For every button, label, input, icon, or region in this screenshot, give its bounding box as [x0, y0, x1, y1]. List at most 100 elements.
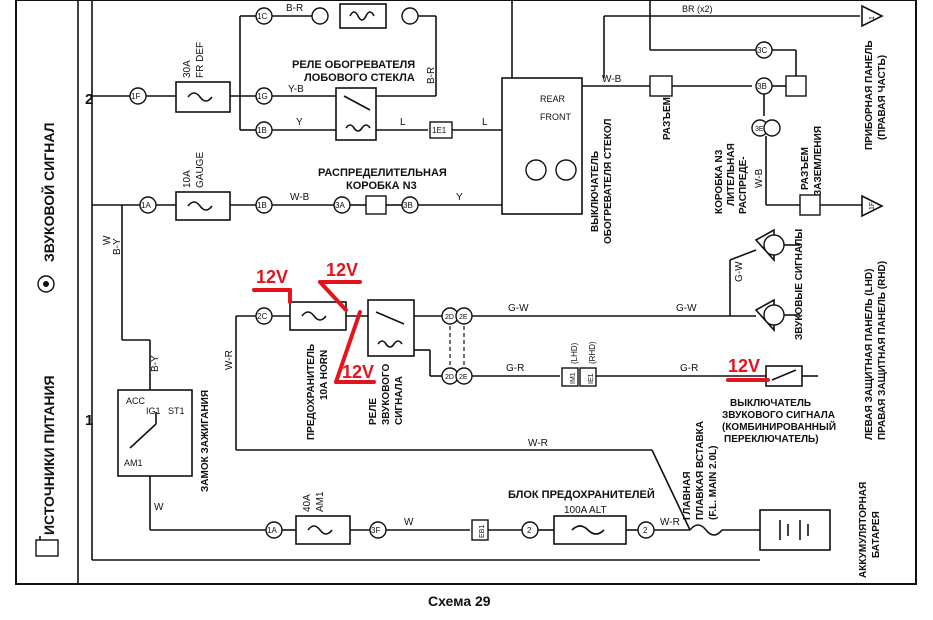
fuse-horn-title2: 10A HORN: [319, 350, 330, 400]
wire-y-2-label: Y: [456, 192, 463, 203]
wire-wb-label: W-B: [290, 192, 310, 203]
ground-1m-label: 1: [869, 16, 876, 20]
defog-rear-label: REAR: [540, 94, 566, 104]
fuse-40a-rating: 40A: [302, 494, 313, 512]
relay-horn-title3: СИГНАЛА: [394, 376, 405, 425]
horn-lower-bell: [763, 304, 785, 326]
ign-am1-label: AM1: [124, 458, 143, 468]
junction-n3-vert-title: РАСПРЕДЕ-: [738, 156, 749, 214]
connector-3e-b: [763, 119, 781, 137]
battery-title2: БАТАРЕЯ: [871, 511, 882, 558]
ignition-switch-box: [117, 389, 193, 477]
relay-defogger-coil: [345, 124, 371, 132]
fuse-30a-name: FR DEF: [195, 42, 206, 78]
defog-indicator-1: [525, 159, 547, 181]
fuse-30a-symbol: [187, 92, 213, 102]
main-link-title3: (F.L. MAIN 2.0L): [708, 446, 719, 520]
defog-switch-box: [501, 77, 583, 215]
wire-br-label: B-R: [286, 3, 303, 14]
wire-by-label-2: B-Y: [150, 355, 161, 372]
fuse-100a-symbol: [571, 525, 605, 535]
ground-connector-box: [799, 194, 821, 216]
junction-n3-box: [365, 195, 387, 215]
sidebar-title-power: ИСТОЧНИКИ ПИТАНИЯ: [41, 375, 57, 535]
connector-1g-low-label: 1B: [257, 126, 267, 135]
relay-horn-title2: ЗВУКОВОГО: [381, 364, 392, 425]
connector-right-box: [785, 75, 807, 97]
main-link-title: ГЛАВНАЯ: [682, 471, 693, 520]
fuse-30a-rating: 30A: [182, 60, 193, 78]
wire-wr-long-label: W-R: [528, 438, 548, 449]
wire-by-label: B-Y: [112, 238, 123, 255]
connector-ie1: [579, 367, 597, 387]
connector-2e-a-label: 2E: [459, 314, 468, 321]
relay-defogger-contact: [343, 95, 371, 111]
fuse-10a-box: [175, 191, 231, 221]
bus-1-label: 1: [85, 412, 93, 429]
connector-1b-label: 1B: [257, 201, 267, 210]
dash-panel-title: ПРИБОРНАЯ ПАНЕЛЬ: [864, 40, 875, 150]
sidebar-title-horn: ЗВУКОВОЙ СИГНАЛ: [40, 123, 57, 262]
wire-eb1-w-label: W: [404, 517, 414, 528]
connector-razem-title: РАЗЪЕМ: [662, 97, 673, 140]
relay-defogger-box: [335, 87, 377, 141]
fuse-horn-symbol: [301, 311, 327, 321]
wire-w-label: W: [102, 235, 113, 245]
relay-horn-contact: [375, 311, 405, 325]
fuse-40a-symbol: [307, 525, 333, 535]
horn-upper-bell: [763, 234, 785, 256]
wire-wr-bottom-label: W-R: [660, 517, 680, 528]
diagram-caption: Схема 29: [428, 593, 491, 609]
connector-3f-label: 3F: [371, 526, 380, 535]
wire-gr-2-label: G-R: [680, 363, 698, 374]
battery-box: [759, 509, 831, 551]
connector-1e1-label: 1E1: [432, 126, 447, 135]
top-relay-coil-symbol: [349, 11, 375, 21]
ign-ig1-label: IG1: [146, 406, 161, 416]
junction-n3-vert-title3: КОРОБКА N3: [714, 149, 725, 214]
ground-1m: [861, 4, 884, 28]
wire-yb-label: Y-B: [288, 84, 304, 95]
fuse-100a-box: [553, 515, 627, 545]
relay-horn-title: РЕЛЕ: [368, 398, 379, 425]
highlight-12v-1: 12V: [256, 267, 288, 287]
fuse-10a-rating: 10A: [182, 170, 193, 188]
relay-horn-coil: [377, 340, 403, 348]
highlight-12v-3: 12V: [342, 362, 374, 382]
connector-2-left-label: 2: [527, 526, 532, 535]
junction-n3-title: РАСПРЕДЕЛИТЕЛЬНАЯ: [318, 167, 447, 179]
ignition-switch-title: ЗАМОК ЗАЖИГАНИЯ: [200, 390, 211, 492]
battery-icon: [35, 539, 59, 557]
fuse-horn-title: ПРЕДОХРАНИТЕЛЬ: [306, 344, 317, 440]
wire-wr-diag: [651, 449, 691, 531]
connector-1a-b-label: 1A: [267, 526, 277, 535]
wire-gw-vert-label: G-W: [734, 261, 745, 282]
connector-im1-label: IM1: [570, 372, 577, 384]
wire-y-label: Y: [296, 117, 303, 128]
wire-wb-out-label: W-B: [602, 74, 622, 85]
connector-3e-label: 3E: [755, 126, 764, 133]
wire-am1-w-label: W: [154, 502, 164, 513]
defog-front-label: FRONT: [540, 112, 571, 122]
connector-1f-label: 1F: [131, 92, 140, 101]
horn-icon-center: [43, 281, 49, 287]
ground-1f-label: 1F: [869, 202, 876, 210]
wire-gr-label: G-R: [506, 363, 524, 374]
main-fusible-link: [689, 524, 723, 536]
connector-2c-label: 2C: [257, 312, 267, 321]
fuse-10a-name: GAUGE: [195, 152, 206, 188]
highlight-line-2b: [318, 280, 348, 312]
highlight-12v-4: 12V: [728, 356, 760, 376]
connector-2d-b-label: 2D: [445, 374, 454, 381]
connector-top-1: [311, 7, 329, 25]
horn-switch-title: ВЫКЛЮЧАТЕЛЬ: [730, 398, 811, 409]
defog-switch-title: ВЫКЛЮЧАТЕЛЬ: [590, 151, 601, 232]
connector-1g-top-label: 1G: [257, 92, 268, 101]
rhd-label: (RHD): [588, 341, 597, 364]
ground-conn-title2: ЗАЗЕМЛЕНИЯ: [813, 126, 824, 196]
fuse-horn-box: [289, 301, 347, 331]
connector-1c-label: 1C: [257, 12, 267, 21]
ign-st1-label: ST1: [168, 406, 185, 416]
relay-defogger-title2: ЛОБОВОГО СТЕКЛА: [304, 72, 415, 84]
fuse-30a-box: [175, 81, 231, 113]
